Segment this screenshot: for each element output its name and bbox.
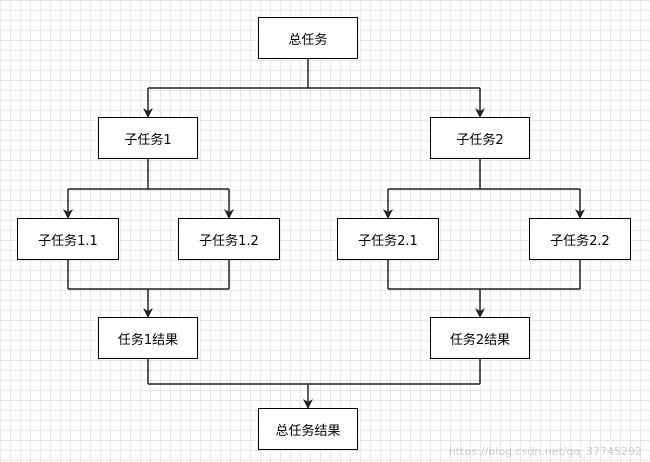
node-subtask-2-1[interactable]: 子任务2.1 [337, 218, 439, 260]
node-task-2-result[interactable]: 任务2结果 [430, 317, 530, 359]
node-task-1-result[interactable]: 任务1结果 [98, 317, 198, 359]
node-subtask-2-2[interactable]: 子任务2.2 [529, 218, 631, 260]
node-total-task-result[interactable]: 总任务结果 [258, 408, 358, 450]
node-subtask-1-2[interactable]: 子任务1.2 [178, 218, 280, 260]
node-subtask-1[interactable]: 子任务1 [98, 117, 198, 159]
node-total-task[interactable]: 总任务 [258, 17, 358, 59]
watermark: https://blog.csdn.net/qq_37745292 [448, 445, 642, 458]
node-subtask-1-1[interactable]: 子任务1.1 [17, 218, 119, 260]
node-subtask-2[interactable]: 子任务2 [430, 117, 530, 159]
